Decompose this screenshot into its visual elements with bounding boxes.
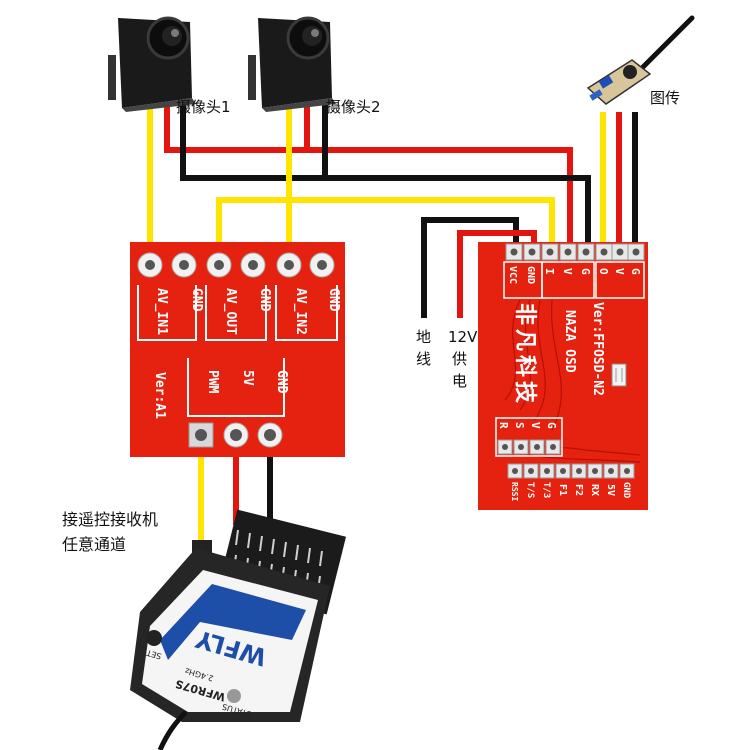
osd-bottom-label-f1: F1: [557, 484, 568, 496]
camera1-ground-wire: [180, 105, 591, 245]
rc-receiver: WFLY WFR07S 2.4GHz SET STATUS: [130, 509, 347, 750]
power-12v-lead-wire: [457, 230, 537, 318]
osd-label-gnd: GND: [525, 266, 536, 284]
osd-mid-label-g: G: [545, 422, 558, 429]
osd-version: Ver:FFOSD-N2: [590, 302, 605, 396]
camera-1: [108, 16, 196, 112]
osd-header-left: [505, 243, 595, 261]
osd-label-g: G: [579, 268, 592, 275]
switcher-version: Ver:A1: [152, 372, 167, 419]
pin-gnd-2: [240, 252, 266, 278]
osd-bottom-label-ts: T/S: [525, 482, 535, 498]
switcher-bottom-pins: [188, 422, 283, 448]
osd-label-v: V: [561, 268, 574, 275]
camera1-label: 摄像头1: [176, 98, 231, 116]
receiver-note-line1: 接遥控接收机: [62, 510, 158, 529]
power-12v-label: 12V 供 电: [448, 328, 478, 390]
osd-mid-label-v: V: [529, 422, 542, 429]
osd-bottom-label-rssi: RSSI: [510, 482, 519, 501]
osd-label-i: I: [543, 268, 556, 275]
wires: [147, 105, 638, 545]
switcher-label-5v: 5V: [240, 370, 255, 386]
switcher-label-gnd-2: GND: [257, 288, 272, 312]
pin-av-out: [206, 252, 232, 278]
video-transmitter: [586, 15, 695, 105]
set-button-hole: [146, 630, 162, 646]
ground-wire-label-line2: 线: [416, 350, 431, 368]
osd-mid-pins: [497, 439, 561, 455]
camera2-label: 摄像头2: [326, 98, 381, 116]
switcher-label-gnd-bottom: GND: [274, 370, 289, 394]
av-out-video-wire: [216, 197, 555, 255]
osd-label-v2: V: [613, 268, 626, 275]
pin-pwm: [188, 422, 214, 448]
ground-wire-label-line1: 地: [416, 328, 431, 346]
osd-bottom-pins: [507, 463, 635, 479]
pin-5v: [223, 422, 249, 448]
pin-av-in1: [137, 252, 163, 278]
osd-brand: 非凡科技: [512, 303, 537, 407]
camera-2: [248, 16, 336, 112]
pin-gnd-bottom: [257, 422, 283, 448]
switcher-label-av-out: AV_OUT: [223, 288, 238, 335]
switcher-board: AV_IN1 GND AV_OUT GND AV_IN2 GND Ver:A1 …: [130, 242, 345, 457]
osd-bottom-label-rx: RX: [589, 484, 600, 496]
switcher-label-gnd-3: GND: [326, 288, 341, 312]
switcher-label-av-in2: AV_IN2: [293, 288, 308, 335]
ground-wire-label: 地 线: [416, 328, 431, 368]
receiver-set-label: SET: [146, 648, 163, 661]
osd-board: VCC GND I V G O V G 非凡科技 NAZA OSD Ver:FF…: [478, 242, 648, 510]
osd-label-o: O: [597, 268, 610, 275]
osd-model: NAZA OSD: [562, 310, 577, 373]
transmitter-label: 图传: [650, 89, 680, 107]
receiver-note-line2: 任意通道: [62, 535, 126, 554]
osd-bottom-label-gnd: GND: [621, 482, 631, 499]
osd-header-right: [595, 243, 645, 261]
switcher-label-av-in1: AV_IN1: [154, 288, 169, 335]
osd-mid-label-r: R: [497, 422, 510, 429]
pin-av-in2: [276, 252, 302, 278]
pin-gnd-1: [171, 252, 197, 278]
camera1-power-wire: [164, 105, 573, 245]
receiver-antenna: [157, 710, 188, 750]
switcher-top-pins: [137, 252, 335, 278]
osd-label-vcc: VCC: [507, 266, 518, 284]
osd-bottom-label-5v: 5V: [605, 484, 616, 496]
switcher-label-pwm: PWM: [205, 370, 220, 394]
osd-label-g2: G: [629, 268, 642, 275]
status-led: [227, 689, 241, 703]
switcher-label-gnd-1: GND: [189, 288, 204, 312]
power-12v-label-line3: 电: [452, 372, 467, 390]
pin-gnd-3: [309, 252, 335, 278]
osd-mid-label-s: S: [513, 422, 526, 429]
osd-bottom-label-t3: T/3: [541, 482, 551, 498]
osd-bottom-label-f2: F2: [573, 484, 584, 496]
power-12v-label-line1: 12V: [448, 328, 478, 346]
power-12v-label-line2: 供: [452, 350, 467, 368]
